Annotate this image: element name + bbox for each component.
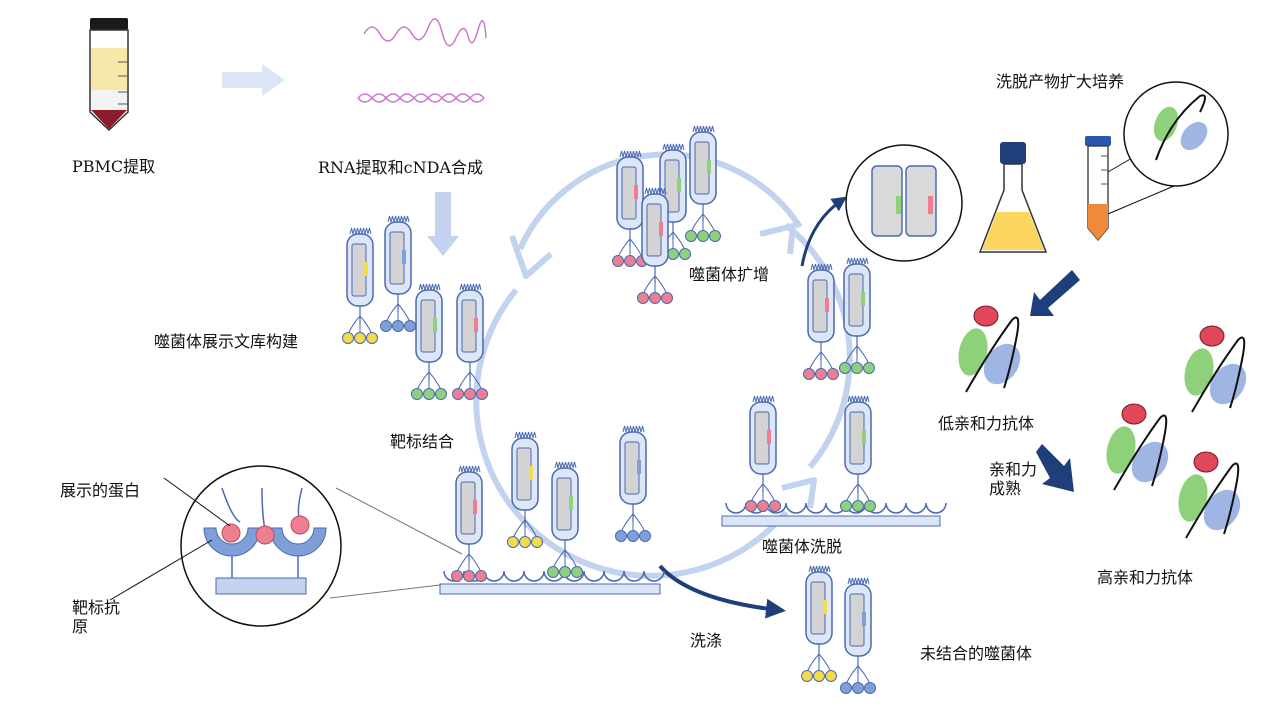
antibody-icon [1178,451,1241,539]
phage-icon [452,283,488,400]
phage-icon [451,465,487,582]
phage-icon [839,257,875,374]
affinity-maturation-arrow-icon [1036,444,1074,492]
phage-icon [507,431,543,548]
antibody-zoom-inset [1123,81,1229,187]
low-affinity-label: 低亲和力抗体 [938,414,1035,433]
cdna-helix-icon [357,93,485,103]
phage-icon [637,187,673,304]
pbmc-label: PBMC提取 [72,157,156,176]
phage-icon [803,263,839,380]
zoom-arrow-icon [800,196,847,267]
amplification-label: 噬菌体扩增 [689,265,770,284]
antibody-icon [1184,325,1247,413]
target-antigen-label: 靶标抗 原 [72,598,121,637]
pbmc-tube-icon [89,18,129,132]
binding-zoom-inset [180,465,463,627]
phage-icon [380,215,416,332]
unbound-label: 未结合的噬菌体 [920,644,1033,663]
target-plate-center [439,570,665,595]
target-binding-label: 靶标结合 [390,432,455,451]
high-affinity-label: 高亲和力抗体 [1097,568,1194,587]
phage-icon [615,425,651,542]
phage-icon [342,227,378,344]
affinity-maturation-label: 亲和力 成熟 [989,460,1038,499]
culture-flask-icon [978,142,1048,253]
antibody-icon [1106,403,1169,491]
amplification-zoom-inset [845,144,963,262]
light-arrow-right-icon [222,64,285,96]
displayed-protein-label: 展示的蛋白 [60,481,141,500]
dark-arrow-down-left-icon [1030,270,1080,316]
wash-label: 洗涤 [690,631,723,650]
light-arrow-down-icon [427,192,459,256]
phage-icon [685,125,721,242]
library-label: 噬菌体展示文库构建 [154,332,299,351]
phage-icon [840,395,876,512]
phage-icon [840,577,876,694]
elution-label: 噬菌体洗脱 [762,537,843,556]
rna-label: RNA提取和cNDA合成 [318,158,483,177]
phage-icon [411,283,447,400]
antibody-icon [958,305,1021,393]
phage-icon [801,565,837,682]
target-plate-elution [721,502,947,527]
culture-tube-icon [1085,136,1111,242]
phage-icon [547,461,583,578]
selection-cycle-ring [473,151,853,579]
phage-icon [612,150,648,267]
expand-culture-label: 洗脱产物扩大培养 [996,72,1125,91]
wash-arrow-icon [658,564,786,619]
phage-icon [745,395,781,512]
rna-wave-icon [363,18,487,47]
